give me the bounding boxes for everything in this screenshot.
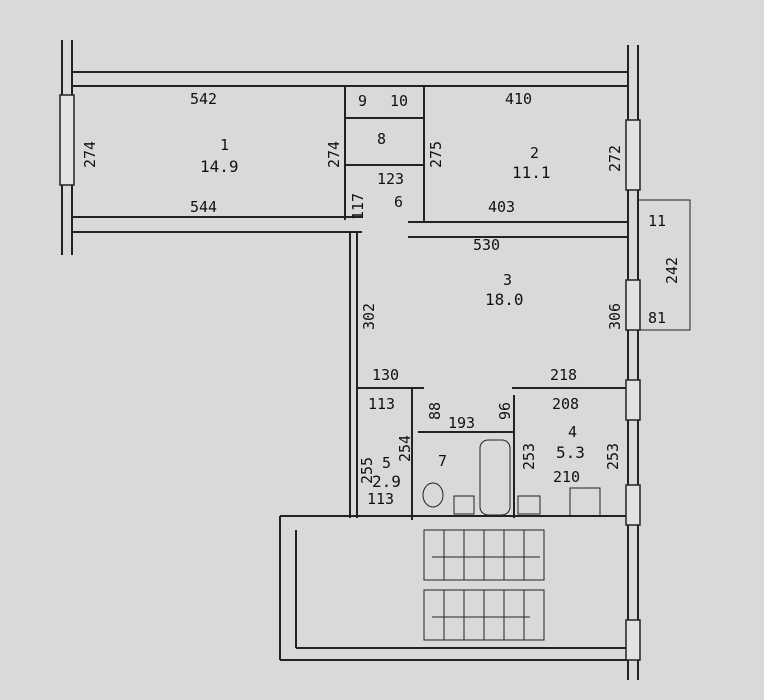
room-5-area: 2.9 xyxy=(372,472,401,491)
dim-218: 218 xyxy=(550,366,577,384)
dim-193: 193 xyxy=(448,414,475,432)
dimensions: 542 410 123 544 403 530 81 130 218 113 2… xyxy=(81,90,681,508)
dim-306: 306 xyxy=(606,303,624,330)
room-2-number: 2 xyxy=(530,144,539,162)
dim-210: 210 xyxy=(553,468,580,486)
room-7-number: 7 xyxy=(438,452,447,470)
dim-253-right: 253 xyxy=(604,443,622,470)
dim-88: 88 xyxy=(426,402,444,420)
room-8-number: 8 xyxy=(377,130,386,148)
room-1-number: 1 xyxy=(220,136,229,154)
stairs xyxy=(423,529,545,641)
dim-272: 272 xyxy=(606,145,624,172)
dim-96: 96 xyxy=(496,402,514,420)
dim-81: 81 xyxy=(648,309,666,327)
room-4-area: 5.3 xyxy=(556,443,585,462)
dim-208: 208 xyxy=(552,395,579,413)
dim-275: 275 xyxy=(427,141,445,168)
room-9-number: 9 xyxy=(358,92,367,110)
dim-410: 410 xyxy=(505,90,532,108)
dim-242: 242 xyxy=(663,257,681,284)
dim-274-left: 274 xyxy=(81,141,99,168)
walls xyxy=(61,40,691,680)
room-5-number: 5 xyxy=(382,454,391,472)
room-4-number: 4 xyxy=(568,423,577,441)
dim-113-bottom: 113 xyxy=(367,490,394,508)
room-10-number: 10 xyxy=(390,92,408,110)
dim-544: 544 xyxy=(190,198,217,216)
dim-123: 123 xyxy=(377,170,404,188)
dim-302: 302 xyxy=(360,303,378,330)
dim-117: 117 xyxy=(349,193,367,220)
dim-254: 254 xyxy=(396,435,414,462)
dim-542: 542 xyxy=(190,90,217,108)
dim-530: 530 xyxy=(473,236,500,254)
room-11-number: 11 xyxy=(648,212,666,230)
dim-130: 130 xyxy=(372,366,399,384)
windows xyxy=(59,94,641,661)
room-labels: 1 14.9 2 11.1 3 18.0 4 5.3 5 2.9 6 7 8 9… xyxy=(200,92,666,491)
dim-274-mid: 274 xyxy=(325,141,343,168)
dim-403: 403 xyxy=(488,198,515,216)
dim-113-top: 113 xyxy=(368,395,395,413)
room-6-number: 6 xyxy=(394,193,403,211)
room-3-number: 3 xyxy=(503,271,512,289)
dim-255: 255 xyxy=(358,457,376,484)
room-3-area: 18.0 xyxy=(485,290,524,309)
fixtures xyxy=(422,439,601,517)
room-1-area: 14.9 xyxy=(200,157,239,176)
room-2-area: 11.1 xyxy=(512,163,551,182)
dim-253-left: 253 xyxy=(520,443,538,470)
